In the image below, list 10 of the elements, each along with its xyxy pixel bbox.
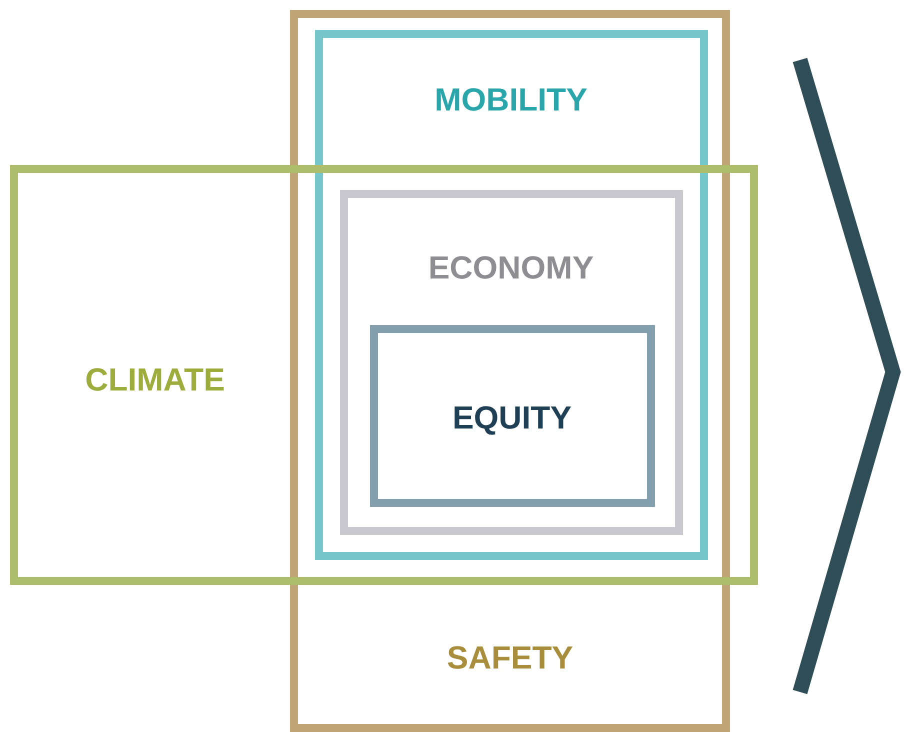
category-label: SAFETY [446, 640, 574, 676]
nested-box [340, 190, 683, 535]
category-label: EQUITY [452, 400, 572, 436]
inner-box [370, 325, 655, 507]
category-label: CLIMATE [85, 362, 225, 398]
category-label: MOBILITY [434, 82, 588, 118]
nested-box [315, 30, 708, 560]
outer-box [290, 10, 730, 732]
category-label: ECONOMY [428, 250, 594, 286]
overlapping-box [10, 165, 758, 585]
